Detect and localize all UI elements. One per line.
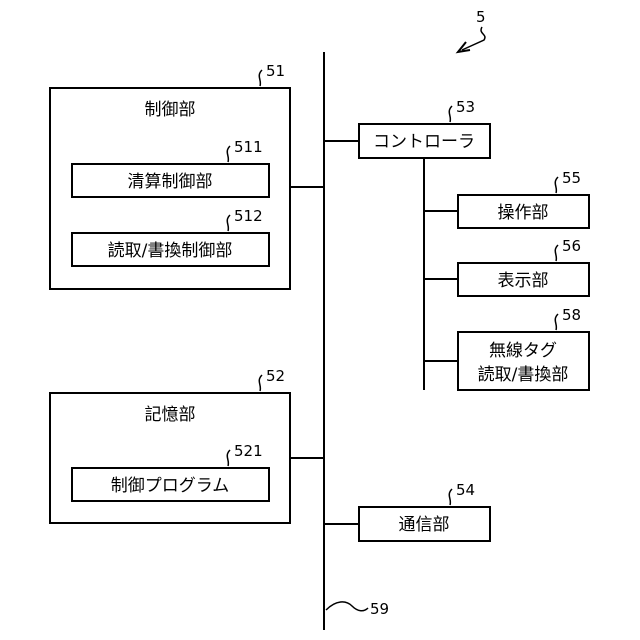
settlement-control-label: 清算制御部 <box>128 172 213 192</box>
wireless-tag-unit-label-line1: 無線タグ <box>489 341 557 361</box>
bus-ref-label: 59 <box>370 600 389 618</box>
wireless-tag-unit-ref-leader <box>555 314 558 330</box>
wireless-tag-unit-label-line2: 読取/書換部 <box>478 365 569 385</box>
display-unit-ref-leader <box>555 245 558 261</box>
communication-unit-label: 通信部 <box>399 515 450 535</box>
controller-ref: 53 <box>456 98 475 116</box>
bus-ref-leader <box>326 602 368 611</box>
display-unit-label: 表示部 <box>498 271 549 291</box>
storage-label: 記憶部 <box>145 405 196 425</box>
display-unit-ref: 56 <box>562 237 581 255</box>
operation-unit-ref-leader <box>555 177 558 193</box>
control-unit-ref-leader <box>259 70 262 86</box>
control-program-label: 制御プログラム <box>111 476 230 496</box>
storage-ref: 52 <box>266 367 285 385</box>
control-unit-label: 制御部 <box>145 100 196 120</box>
figure-ref-arrow-icon <box>462 27 485 50</box>
storage-ref-leader <box>259 375 262 391</box>
controller-ref-leader <box>449 106 452 122</box>
control-program-ref: 521 <box>234 442 263 460</box>
controller-label: コントローラ <box>373 132 475 152</box>
communication-unit-ref-leader <box>449 489 452 505</box>
control-unit-ref: 51 <box>266 62 285 80</box>
operation-unit-ref: 55 <box>562 169 581 187</box>
figure-ref-label: 5 <box>476 8 486 26</box>
wireless-tag-unit-ref: 58 <box>562 306 581 324</box>
settlement-control-ref: 511 <box>234 138 263 156</box>
read-write-control-ref: 512 <box>234 207 263 225</box>
read-write-control-label: 読取/書換制御部 <box>108 241 233 261</box>
communication-unit-ref: 54 <box>456 481 475 499</box>
operation-unit-label: 操作部 <box>498 203 549 223</box>
